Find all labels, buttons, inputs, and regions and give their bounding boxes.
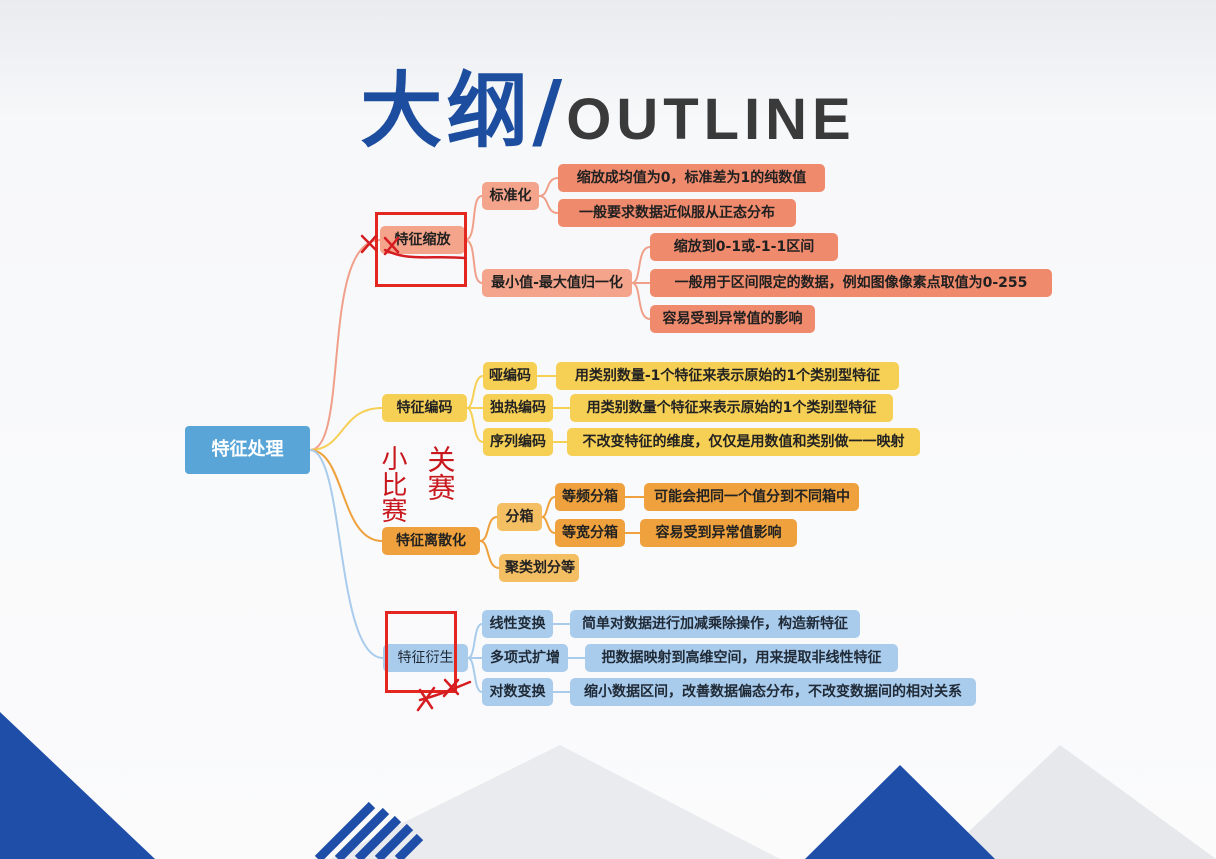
node-feature-encoding: 特征编码: [382, 394, 467, 422]
node-binning-equal-freq: 等频分箱: [555, 483, 625, 511]
node-feature-derivation: 特征衍生: [383, 644, 468, 672]
root-node: 特征处理: [185, 426, 310, 474]
node-encoding-ordinal-desc: 不改变特征的维度，仅仅是用数值和类别做一一映射: [567, 428, 920, 456]
node-encoding-dummy-desc: 用类别数量-1个特征来表示原始的1个类别型特征: [556, 362, 899, 390]
node-minmax-item-3: 容易受到异常值的影响: [650, 305, 815, 333]
node-binning-equal-width: 等宽分箱: [555, 519, 625, 547]
node-minmax: 最小值-最大值归一化: [482, 269, 632, 297]
handwritten-text-2: 关赛: [424, 445, 457, 501]
node-derivation-polynomial: 多项式扩增: [482, 644, 568, 672]
node-encoding-onehot-desc: 用类别数量个特征来表示原始的1个类别型特征: [570, 394, 893, 422]
node-encoding-onehot: 独热编码: [483, 394, 553, 422]
node-minmax-item-1: 缩放到0-1或-1-1区间: [650, 233, 838, 261]
node-minmax-item-2: 一般用于区间限定的数据，例如图像像素点取值为0-255: [650, 269, 1052, 297]
node-binning-equal-freq-desc: 可能会把同一个值分到不同箱中: [644, 483, 859, 511]
node-derivation-linear: 线性变换: [482, 610, 553, 638]
node-standardization-item-1: 缩放成均值为0，标准差为1的纯数值: [558, 164, 825, 192]
node-standardization-item-2: 一般要求数据近似服从正态分布: [558, 199, 796, 227]
node-encoding-ordinal: 序列编码: [483, 428, 553, 456]
handwritten-text-1: 小比赛: [377, 445, 407, 523]
title-chinese: 大纲/: [360, 64, 567, 159]
node-clustering: 聚类划分等: [499, 554, 579, 582]
node-binning-equal-width-desc: 容易受到异常值影响: [640, 519, 797, 547]
node-feature-scaling: 特征缩放: [380, 226, 465, 254]
node-derivation-linear-desc: 简单对数据进行加减乘除操作，构造新特征: [570, 610, 860, 638]
node-feature-discretization: 特征离散化: [382, 527, 480, 555]
node-binning: 分箱: [497, 503, 542, 531]
page-title: 大纲/OUTLINE: [0, 44, 1216, 163]
title-english: OUTLINE: [566, 87, 856, 152]
node-standardization: 标准化: [482, 182, 539, 210]
node-derivation-log-desc: 缩小数据区间，改善数据偏态分布，不改变数据间的相对关系: [570, 678, 976, 706]
node-derivation-log: 对数变换: [482, 678, 553, 706]
node-derivation-polynomial-desc: 把数据映射到高维空间，用来提取非线性特征: [585, 644, 898, 672]
node-encoding-dummy: 哑编码: [483, 362, 537, 390]
